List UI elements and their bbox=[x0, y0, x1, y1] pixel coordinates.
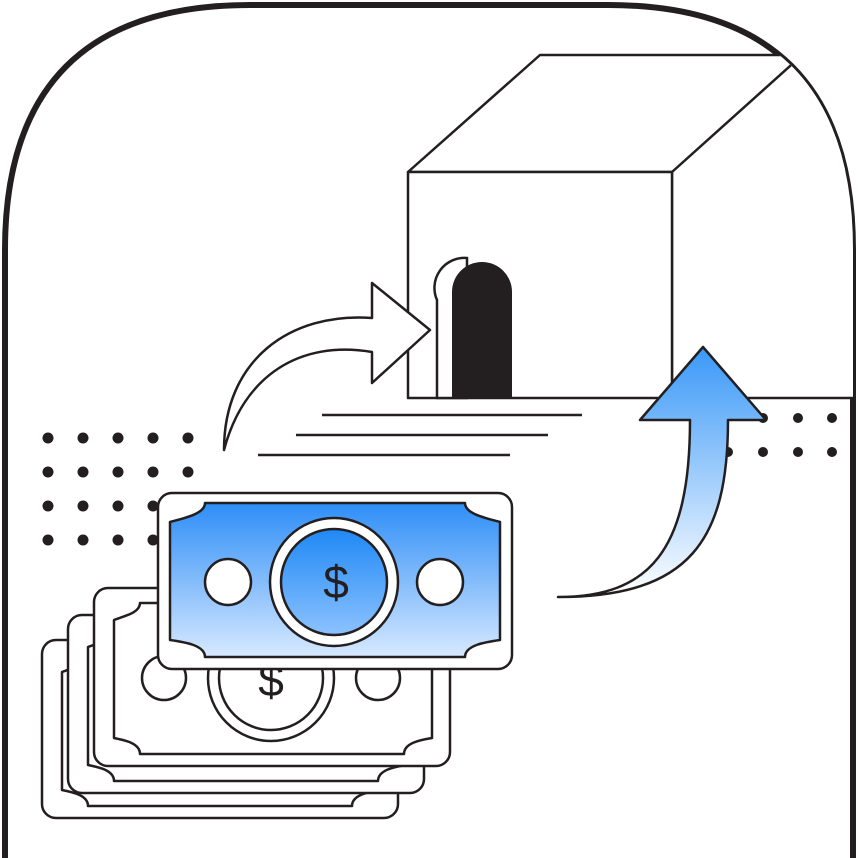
doorway-icon bbox=[433, 256, 512, 400]
front-banknote bbox=[156, 491, 514, 671]
curved-arrow-right-icon bbox=[222, 281, 432, 452]
front-bill-dollar-sign: $ bbox=[323, 556, 349, 608]
dot-pattern-left bbox=[42, 432, 194, 546]
motion-lines bbox=[258, 413, 582, 457]
curved-arrow-up-icon bbox=[556, 345, 768, 599]
